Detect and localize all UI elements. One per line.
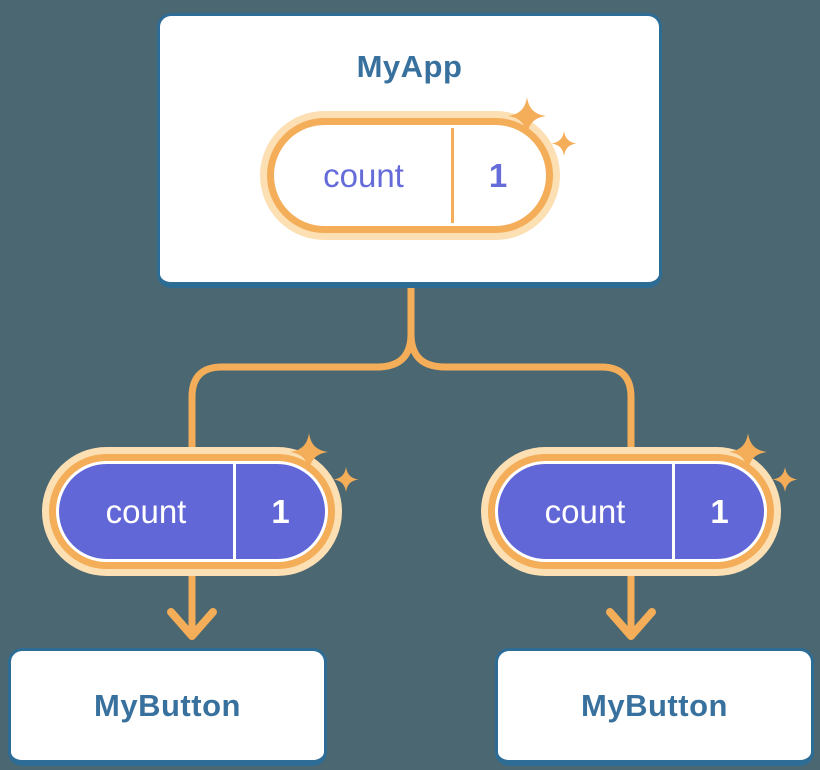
child-state-pill-left: count 1	[42, 433, 359, 576]
state-pill-divider	[450, 128, 454, 223]
state-pill-halo: count 1	[42, 447, 342, 576]
state-value-label: 1	[488, 156, 508, 194]
state-name-label: count	[323, 156, 404, 194]
state-pill-ring: count 1	[488, 454, 774, 569]
state-pill-divider	[233, 464, 236, 559]
state-value-label: 1	[710, 492, 729, 530]
state-value-label: 1	[271, 492, 290, 530]
branch-left-line	[188, 280, 415, 456]
arrow-right-head	[606, 608, 656, 640]
child-state-pill-right: count 1	[481, 433, 798, 576]
root-component-card: MyApp count 1	[157, 13, 662, 288]
child-component-card-right: MyButton	[495, 648, 814, 766]
state-pill-halo: count 1	[259, 111, 560, 240]
sparkle-icon	[290, 433, 359, 492]
child-component-title: MyButton	[94, 687, 241, 723]
child-component-card-left: MyButton	[8, 648, 327, 766]
root-component-title: MyApp	[356, 49, 463, 84]
state-pill-halo: count 1	[481, 447, 781, 576]
state-pill-divider	[672, 464, 675, 559]
sparkle-icon	[507, 97, 576, 156]
root-state-pill: count 1	[259, 97, 576, 240]
state-name-label: count	[544, 492, 626, 530]
arrow-left-head	[167, 608, 217, 640]
state-pill-ring: count 1	[266, 118, 553, 233]
state-pill-ring: count 1	[49, 454, 335, 569]
child-component-title: MyButton	[581, 687, 728, 723]
branch-right-line	[407, 280, 635, 456]
sparkle-icon	[729, 433, 798, 492]
state-name-label: count	[105, 492, 187, 530]
